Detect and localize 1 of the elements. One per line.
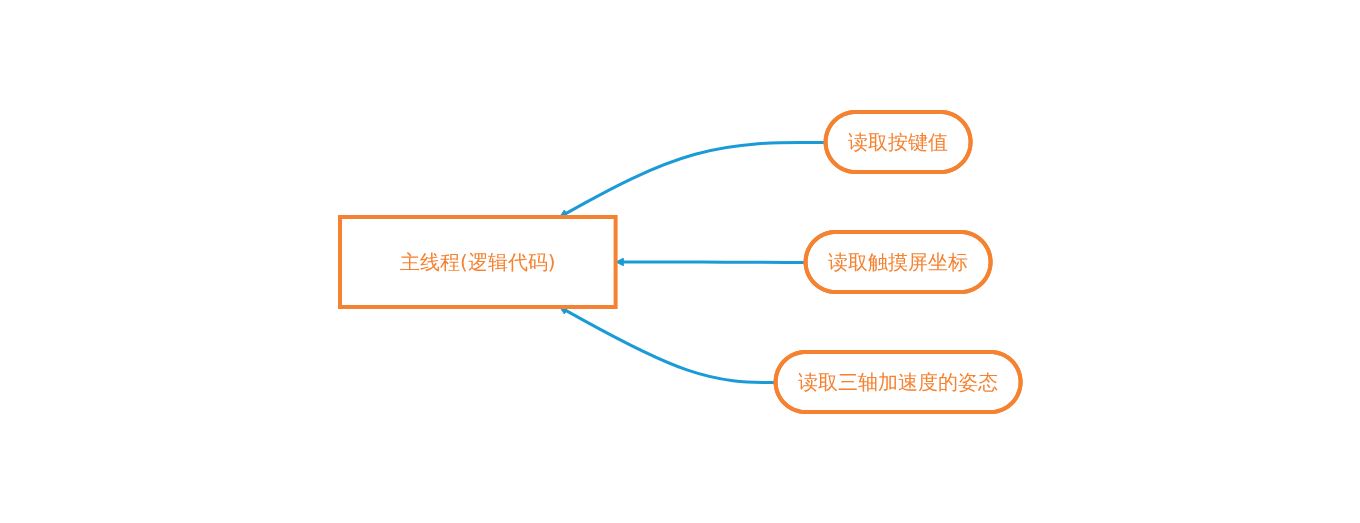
node-box: 主线程(逻辑代码) [337, 214, 618, 309]
